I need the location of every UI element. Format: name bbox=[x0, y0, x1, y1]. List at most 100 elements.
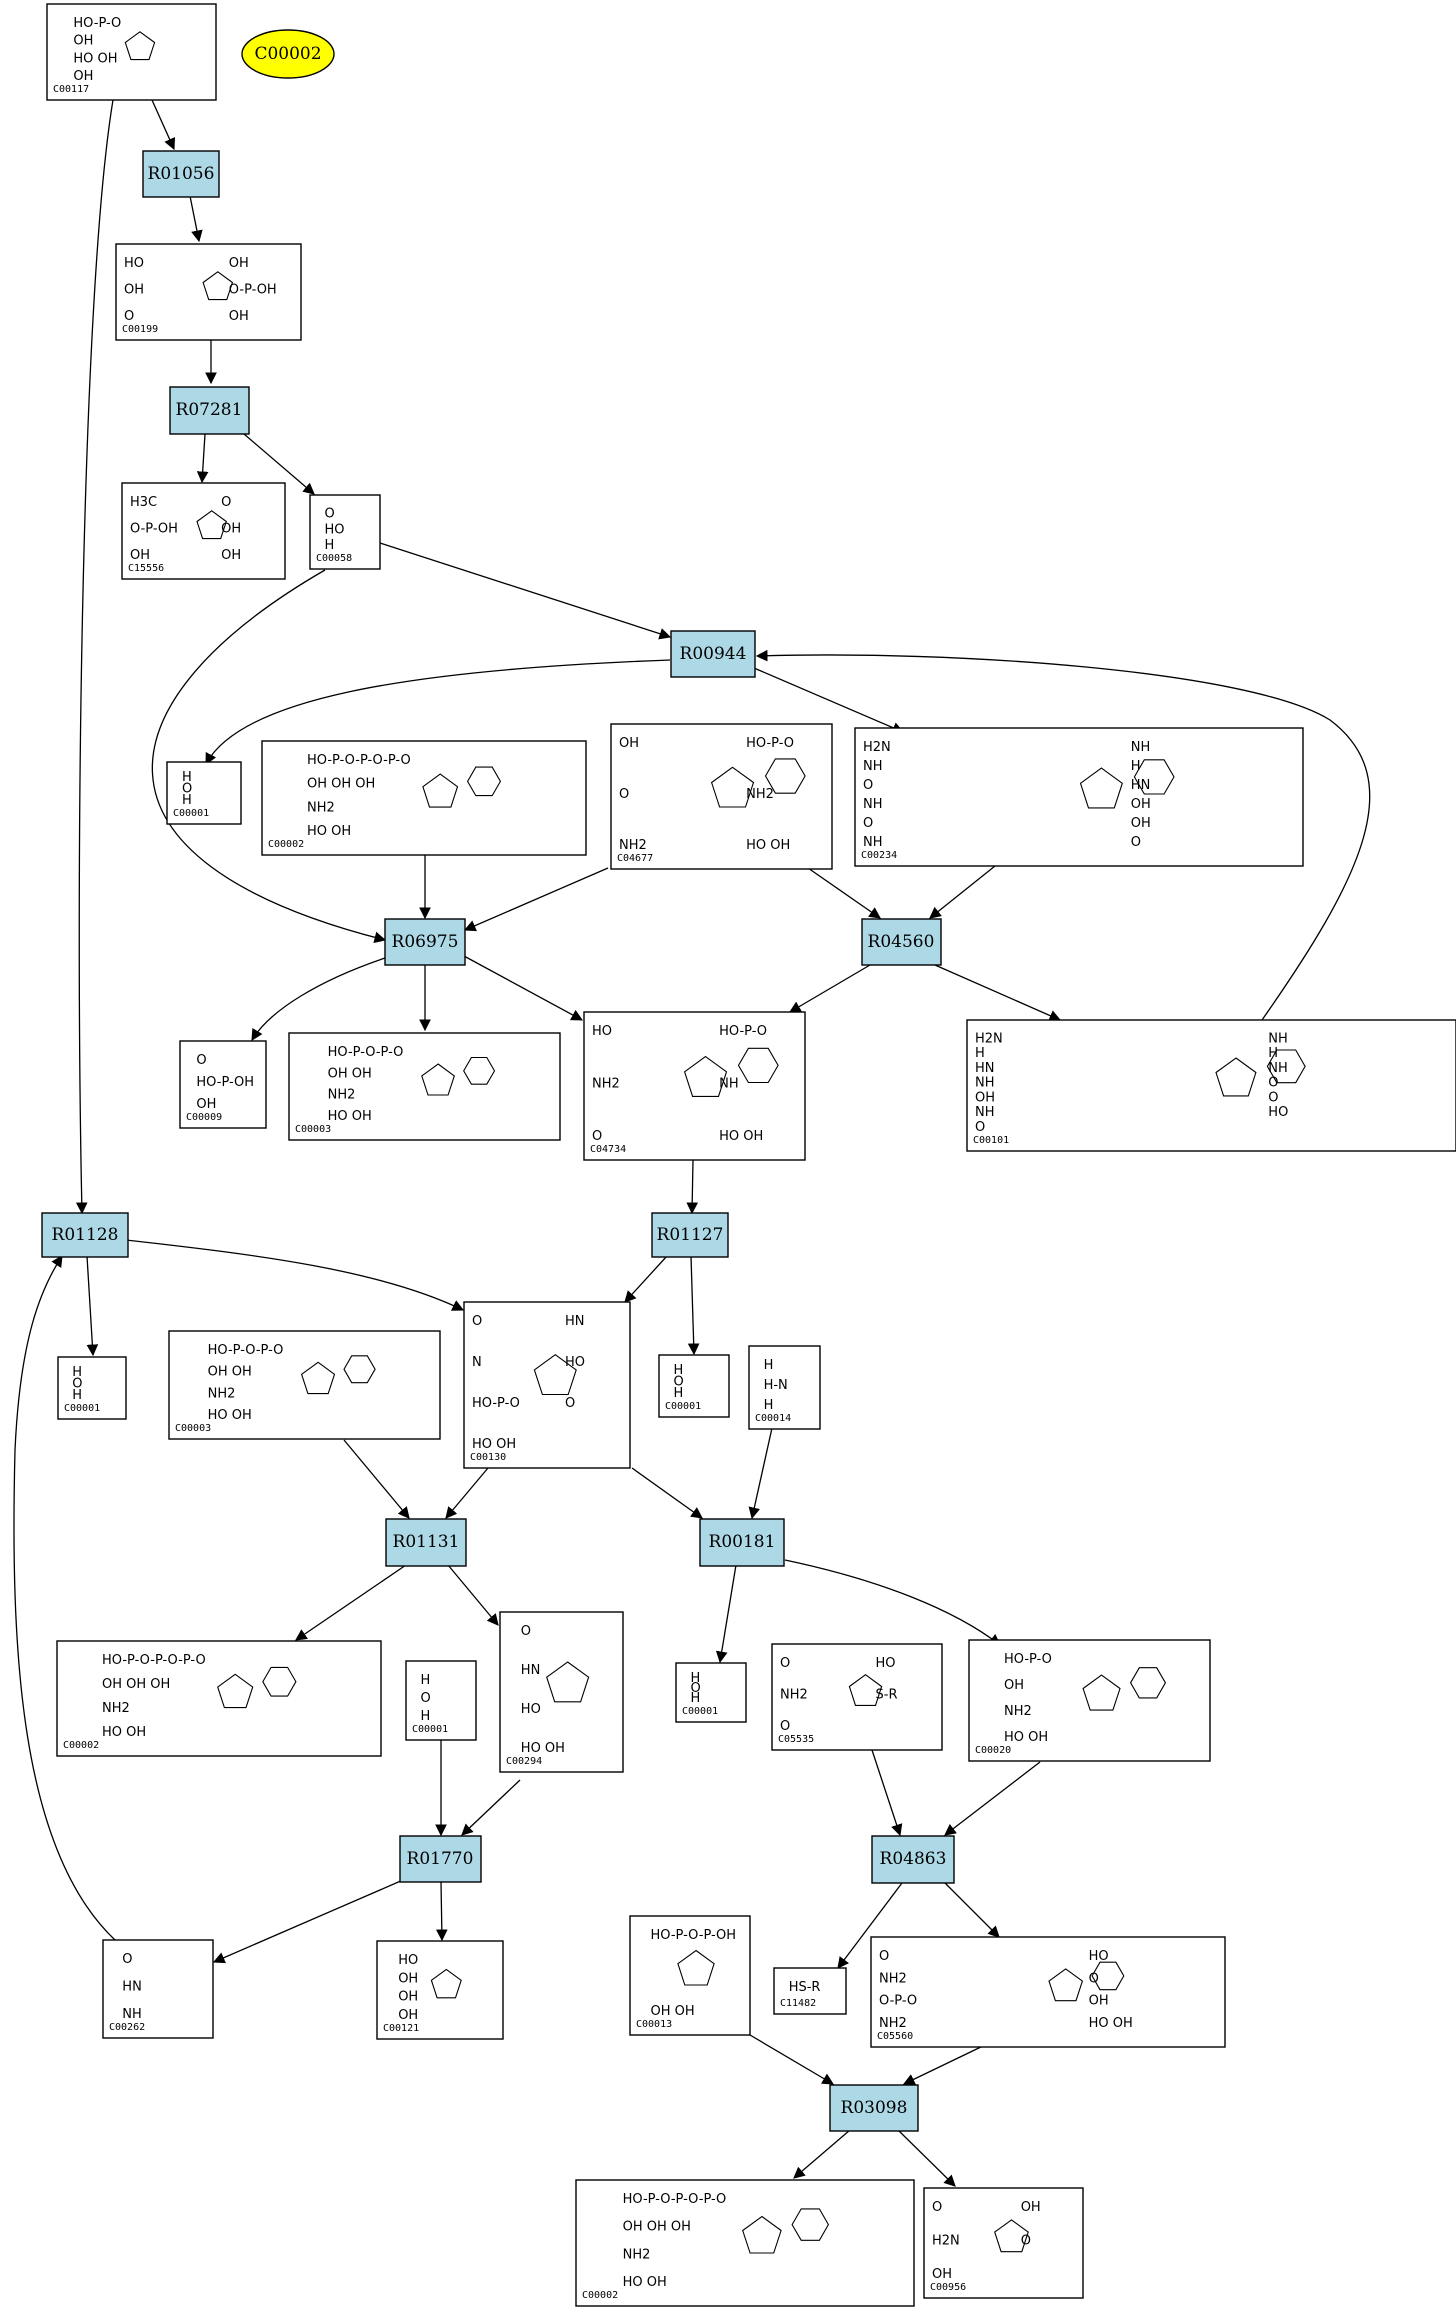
structure-text: OH bbox=[398, 2008, 418, 2023]
structure-text: NH2 bbox=[879, 1971, 907, 1986]
edge bbox=[125, 1239, 465, 1311]
structure-text: NH2 bbox=[879, 2016, 907, 2031]
ring-shape bbox=[677, 1949, 715, 1986]
compound-id-label: C00956 bbox=[930, 2282, 966, 2293]
structure-text: HO bbox=[325, 522, 345, 537]
structure-text: O-P-OH bbox=[130, 522, 178, 537]
structure-text: HO OH bbox=[1004, 1730, 1048, 1745]
structure-text: OH bbox=[619, 736, 639, 751]
structure-text: HO bbox=[124, 256, 144, 271]
reaction-node[interactable]: R00181 bbox=[699, 1518, 785, 1567]
highlight-label: C00002 bbox=[254, 44, 321, 64]
edge bbox=[748, 1427, 773, 1520]
structure-text: NH bbox=[863, 759, 883, 774]
ring-shape bbox=[710, 766, 755, 808]
structure-text: H bbox=[975, 1046, 985, 1061]
ring-shape bbox=[1133, 759, 1175, 795]
edge bbox=[295, 1564, 407, 1641]
structure-text: O bbox=[879, 1949, 889, 1964]
structure-text: O bbox=[691, 1681, 701, 1696]
structure-text: O bbox=[122, 1952, 132, 1967]
edge bbox=[151, 99, 176, 151]
structure-text: OH OH OH bbox=[623, 2220, 691, 2235]
structure-text: OH OH OH bbox=[307, 777, 375, 792]
reaction-node[interactable]: R01128 bbox=[41, 1212, 129, 1258]
edge bbox=[934, 964, 1062, 1022]
reaction-node[interactable]: R06975 bbox=[384, 918, 466, 966]
compound-id-label: C00262 bbox=[109, 2022, 145, 2033]
structure-text: H bbox=[764, 1398, 774, 1413]
reaction-node[interactable]: R04863 bbox=[871, 1835, 955, 1884]
structure-text: O-P-OH bbox=[229, 283, 277, 298]
compound-id-label: C00020 bbox=[975, 1745, 1011, 1756]
edges bbox=[13, 99, 1371, 2187]
ring-shape bbox=[463, 1056, 496, 1085]
reaction-node[interactable]: R01056 bbox=[142, 150, 220, 198]
structure-text: O bbox=[72, 1377, 82, 1392]
edge bbox=[196, 433, 209, 484]
structure-text: HO-P-O bbox=[472, 1396, 520, 1411]
structure-text: HO bbox=[398, 1953, 418, 1968]
reaction-label: R01770 bbox=[407, 1849, 474, 1869]
edge bbox=[435, 1881, 448, 1942]
ring-shape bbox=[421, 1063, 455, 1096]
reaction-node[interactable]: R01131 bbox=[385, 1518, 467, 1567]
structure-text: NH bbox=[1131, 740, 1151, 755]
edge bbox=[205, 659, 671, 766]
reaction-node[interactable]: R07281 bbox=[169, 386, 250, 435]
structure-text: H bbox=[421, 1673, 431, 1688]
structure-text: HO OH bbox=[1089, 2016, 1133, 2031]
structure-text: OH OH bbox=[208, 1365, 252, 1380]
reaction-node[interactable]: R01770 bbox=[399, 1835, 482, 1883]
reaction-node[interactable]: R04560 bbox=[861, 918, 942, 966]
structure-text: OH bbox=[1131, 797, 1151, 812]
ring-shape bbox=[124, 31, 156, 61]
structure-text: OH bbox=[1131, 816, 1151, 831]
structure-text: HO OH bbox=[719, 1129, 763, 1144]
reaction-node[interactable]: R01127 bbox=[651, 1212, 729, 1258]
structure-text: NH bbox=[975, 1076, 995, 1091]
compound-id-label: C00001 bbox=[412, 1724, 448, 1735]
reaction-node[interactable]: R03098 bbox=[829, 2084, 919, 2132]
structure-text: HO OH bbox=[521, 1741, 565, 1756]
reaction-label: R01131 bbox=[393, 1532, 460, 1552]
compound-id-label: C00199 bbox=[122, 324, 158, 335]
structure-text: HO OH bbox=[623, 2275, 667, 2290]
highlight-node[interactable]: C00002 bbox=[241, 29, 335, 79]
structure-text: HN bbox=[975, 1061, 995, 1076]
structure-text: H bbox=[691, 1671, 701, 1686]
reaction-node[interactable]: R00944 bbox=[670, 630, 756, 678]
reaction-label: R00181 bbox=[709, 1532, 776, 1552]
structure-text: HO bbox=[1268, 1105, 1288, 1120]
